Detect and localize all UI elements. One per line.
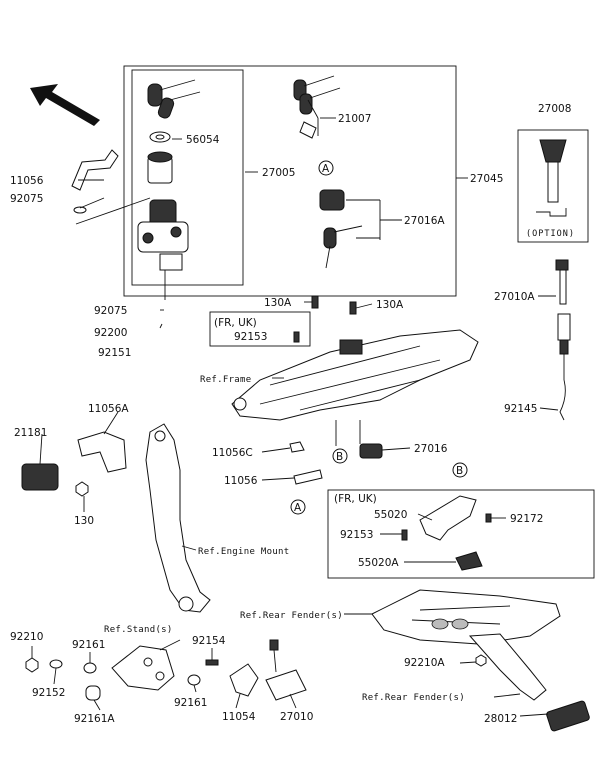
label-fr-uk-1: (FR, UK) <box>214 317 257 329</box>
label-92153-b: 92153 <box>340 529 373 541</box>
bracket-11056 <box>71 149 119 191</box>
label-27010: 27010 <box>280 711 313 723</box>
marker-a-bottom <box>290 499 306 515</box>
ref-frame: Ref.Frame <box>200 375 251 385</box>
option-label: (OPTION) <box>526 229 575 239</box>
bracket-11056A <box>77 431 127 473</box>
bolt-92154 <box>205 659 219 666</box>
ignition-switch-body <box>137 199 189 300</box>
ref-rear-fender-2: Ref.Rear Fender(s) <box>362 693 465 703</box>
ref-engine-mount: Ref.Engine Mount <box>198 547 290 557</box>
label-92161A: 92161A <box>74 713 115 725</box>
label-92161-b: 92161 <box>174 697 207 709</box>
bolt-130A-right <box>349 301 357 315</box>
ignition-cylinder <box>147 151 173 184</box>
label-92154: 92154 <box>192 635 226 647</box>
label-11056: 11056 <box>10 175 44 187</box>
label-92151: 92151 <box>98 347 131 359</box>
washer-92161 <box>83 662 97 674</box>
bolt-92153 <box>293 331 300 343</box>
label-92172: 92172 <box>510 513 543 525</box>
frame-structure <box>231 329 479 421</box>
nut-130 <box>75 481 89 497</box>
fender-bracket <box>468 633 547 701</box>
label-92210: 92210 <box>10 631 43 643</box>
label-11054: 11054 <box>222 711 256 723</box>
marker-a-bottom-text: A <box>294 502 302 514</box>
stand-bracket <box>111 645 175 691</box>
lock-cylinder-21007 <box>299 121 317 139</box>
label-21181: 21181 <box>14 427 47 439</box>
fr-uk-box-1 <box>209 311 311 347</box>
label-56054: 56054 <box>186 134 220 146</box>
bracket-55020 <box>419 495 477 541</box>
rear-fender <box>371 589 561 645</box>
washer-92075 <box>73 206 87 214</box>
ref-stand: Ref.Stand(s) <box>104 625 173 635</box>
label-92161-a: 92161 <box>72 639 105 651</box>
marker-a-top <box>318 160 334 176</box>
label-92145: 92145 <box>504 403 537 415</box>
key-blank-icon <box>293 75 341 115</box>
bolt-92153-b <box>401 529 408 541</box>
washer-92161-b <box>187 674 201 686</box>
label-28012: 28012 <box>484 713 517 725</box>
reflector-28012 <box>546 700 590 732</box>
seat-lock-27016 <box>359 443 383 459</box>
label-27016A: 27016A <box>404 215 445 227</box>
label-11056A: 11056A <box>88 403 129 415</box>
label-21007: 21007 <box>338 113 371 125</box>
label-92075-b: 92075 <box>94 305 127 317</box>
washer-92152 <box>49 659 63 669</box>
direction-arrow-icon <box>30 84 100 126</box>
nut-92210A <box>475 654 487 667</box>
sensor-27010A <box>555 259 571 421</box>
label-27045: 27045 <box>470 173 503 185</box>
label-55020A: 55020A <box>358 557 399 569</box>
label-27005: 27005 <box>262 167 295 179</box>
engine-mount-bracket <box>145 423 211 613</box>
label-11056-b: 11056 <box>224 475 258 487</box>
bolt-130A-left <box>311 295 319 309</box>
marker-b-left <box>332 448 348 464</box>
label-130: 130 <box>74 515 94 527</box>
ignition-subset-box <box>131 69 244 286</box>
label-92152: 92152 <box>32 687 65 699</box>
switch-27010 <box>265 639 307 701</box>
label-92075-a: 92075 <box>10 193 43 205</box>
bracket-11056C <box>289 441 305 453</box>
label-27008: 27008 <box>538 103 571 115</box>
key-icon <box>147 79 201 119</box>
fr-uk-box-2 <box>327 489 595 579</box>
label-92210A: 92210A <box>404 657 445 669</box>
bracket-11054 <box>229 663 259 697</box>
label-92153-a: 92153 <box>234 331 267 343</box>
label-55020: 55020 <box>374 509 407 521</box>
label-fr-uk-2: (FR, UK) <box>334 493 377 505</box>
seat-lock-key-icon <box>323 225 363 269</box>
option-key-box <box>517 129 589 243</box>
switch-21181 <box>21 463 59 491</box>
label-92200: 92200 <box>94 327 127 339</box>
ignition-set-box <box>123 65 457 297</box>
seat-lock-27016A <box>319 189 345 211</box>
marker-b-right <box>452 462 468 478</box>
bracket-11056-lower <box>293 469 323 485</box>
collar-92161A <box>85 685 101 701</box>
ref-rear-fender-1: Ref.Rear Fender(s) <box>240 611 343 621</box>
marker-b-right-text: B <box>456 465 463 477</box>
label-27010A: 27010A <box>494 291 535 303</box>
label-27016: 27016 <box>414 443 448 455</box>
option-key-icon <box>536 139 567 217</box>
marker-b-left-text: B <box>336 451 343 463</box>
cover-55020A <box>455 551 483 571</box>
marker-a-top-text: A <box>322 163 330 175</box>
leader-lines <box>31 117 559 717</box>
label-11056C: 11056C <box>212 447 253 459</box>
nut-92210 <box>25 657 39 673</box>
label-130A-left: 130A <box>264 297 292 309</box>
label-130A-right: 130A <box>376 299 404 311</box>
